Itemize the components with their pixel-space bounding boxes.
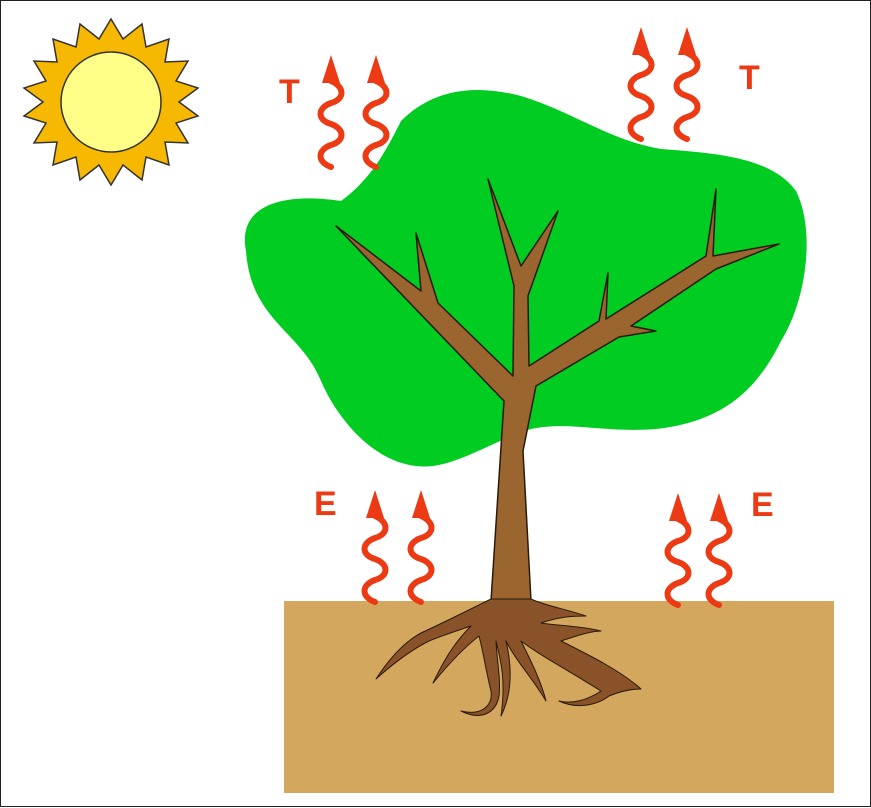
evaporation-vapor-left [365,490,432,602]
wavy-up-arrow-icon [366,55,387,167]
label-evaporation-left: E [314,485,337,523]
label-transpiration-right: T [739,59,760,97]
sun-icon [24,19,198,185]
wavy-up-arrow-icon [321,55,342,167]
evaporation-vapor-right [668,493,730,605]
wavy-up-arrow-icon [411,490,432,602]
transpiration-vapor-left [321,55,387,167]
label-evaporation-right: E [751,486,774,524]
sun-disc [61,52,161,152]
wavy-up-arrow-icon [365,490,386,602]
wavy-up-arrow-icon [677,27,698,139]
wavy-up-arrow-icon [709,493,730,605]
wavy-up-arrow-icon [631,27,652,139]
label-transpiration-left: T [279,73,300,111]
wavy-up-arrow-icon [668,493,689,605]
transpiration-vapor-right [631,27,698,139]
